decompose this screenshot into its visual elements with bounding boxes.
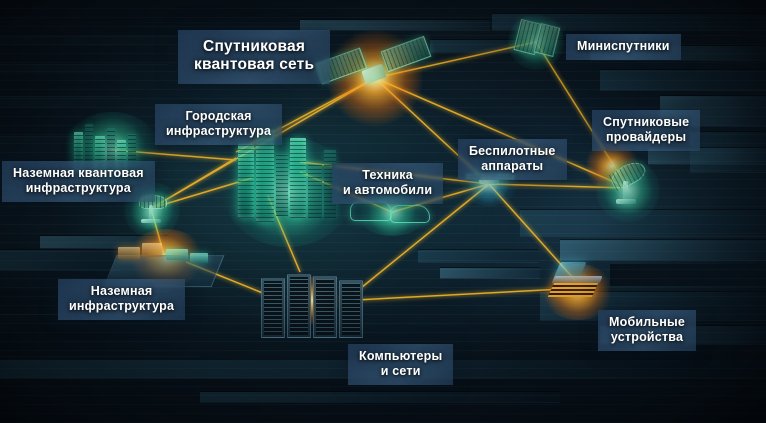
label-satellite-quantum-network: Спутниковая квантовая сеть <box>178 30 331 84</box>
main-satellite[interactable] <box>314 35 435 105</box>
label-machinery-and-cars: Техника и автомобили <box>332 163 444 204</box>
label-ground-quantum-infrastructure: Наземная квантовая инфраструктура <box>2 161 155 202</box>
label-mobile-devices: Мобильные устройства <box>598 310 697 351</box>
label-minisatellites: Миниспутники <box>566 34 681 60</box>
label-computers-and-networks: Компьютеры и сети <box>348 344 454 385</box>
satellite-dish[interactable] <box>607 157 649 215</box>
label-unmanned-vehicles: Беспилотные аппараты <box>458 139 567 180</box>
label-city-infrastructure: Городская инфраструктура <box>155 104 283 145</box>
server-racks[interactable] <box>261 272 365 348</box>
label-satellite-providers: Спутниковые провайдеры <box>592 110 701 151</box>
mobile-device[interactable] <box>547 262 615 314</box>
minisatellite[interactable] <box>513 18 561 61</box>
label-ground-infrastructure: Наземная инфраструктура <box>58 279 186 320</box>
